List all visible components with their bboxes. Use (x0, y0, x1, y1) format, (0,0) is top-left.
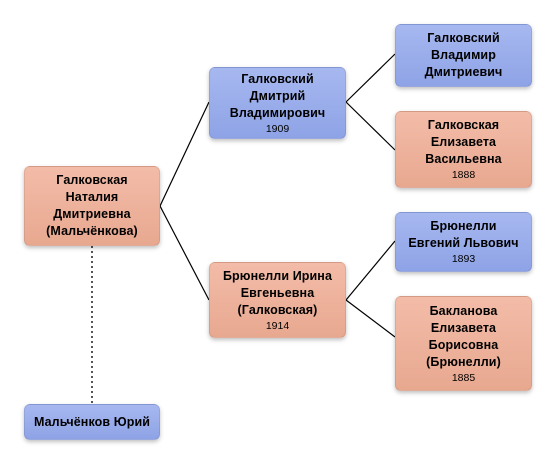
person-father-name: Галковский Дмитрий Владимирович (229, 71, 326, 120)
connector-father-grandmother (345, 101, 396, 151)
person-paternal-grandfather[interactable]: Галковский Владимир Дмитриевич (395, 24, 532, 87)
person-root-name: Галковская Наталия Дмитриевна (Мальчёнко… (46, 173, 138, 238)
person-maternal-grandfather[interactable]: Брюнелли Евгений Львович 1893 (395, 212, 532, 272)
person-paternal-grandmother-name: Галковская Елизавета Васильевна (425, 118, 502, 166)
person-paternal-grandmother-year: 1888 (451, 169, 476, 181)
person-father[interactable]: Галковский Дмитрий Владимирович 1909 (209, 67, 346, 139)
person-father-year: 1909 (265, 122, 290, 135)
person-maternal-grandmother[interactable]: Бакланова Елизавета Борисовна (Брюнелли)… (395, 296, 532, 391)
person-paternal-grandmother[interactable]: Галковская Елизавета Васильевна 1888 (395, 111, 532, 188)
person-maternal-grandfather-year: 1893 (451, 253, 476, 265)
connector-father-grandfather (345, 53, 396, 103)
person-paternal-grandfather-name: Галковский Владимир Дмитриевич (424, 31, 503, 79)
connector-root-mother (159, 205, 210, 301)
person-maternal-grandfather-name: Брюнелли Евгений Львович (408, 219, 519, 250)
connector-mother-grandfather (345, 240, 396, 301)
connector-mother-grandmother (345, 299, 396, 338)
person-mother[interactable]: Брюнелли Ирина Евгеньевна (Галковская) 1… (209, 262, 346, 338)
person-mother-year: 1914 (265, 319, 290, 332)
connector-root-father (159, 101, 210, 207)
person-maternal-grandmother-name: Бакланова Елизавета Борисовна (Брюнелли) (426, 303, 501, 369)
person-root[interactable]: Галковская Наталия Дмитриевна (Мальчёнко… (24, 166, 160, 246)
person-mother-name: Брюнелли Ирина Евгеньевна (Галковская) (222, 268, 333, 317)
person-maternal-grandmother-year: 1885 (451, 371, 476, 384)
person-spouse-name: Мальчёнков Юрий (33, 414, 151, 429)
person-spouse[interactable]: Мальчёнков Юрий (24, 404, 160, 440)
